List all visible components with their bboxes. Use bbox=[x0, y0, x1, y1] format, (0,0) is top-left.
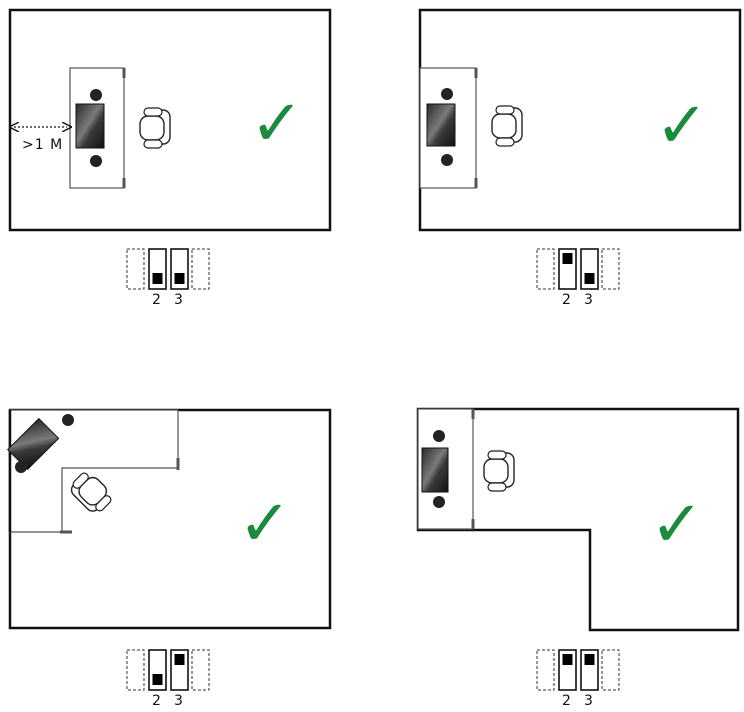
switch-knob-down bbox=[152, 273, 163, 284]
switch-label-2: 2 bbox=[152, 292, 161, 308]
chair-icon bbox=[70, 472, 112, 512]
switch-slot-dashed bbox=[191, 248, 210, 290]
speaker-icon bbox=[90, 89, 102, 167]
distance-label: >1 M bbox=[22, 137, 63, 153]
switch-knob-down bbox=[152, 674, 163, 685]
switch-knob-up bbox=[562, 253, 573, 264]
panel-1: >1 M ✓ 2 3 bbox=[8, 8, 332, 308]
dip-switch-icon bbox=[536, 248, 620, 290]
switch-knob-up bbox=[562, 654, 573, 665]
switch-label-3: 3 bbox=[584, 693, 593, 709]
monitor-icon bbox=[7, 417, 60, 471]
dip-switch-icon bbox=[126, 649, 210, 691]
speaker-icon bbox=[433, 430, 445, 508]
switch-slot-dashed bbox=[536, 649, 555, 691]
switch-slot-dashed bbox=[536, 248, 555, 290]
room-outline bbox=[8, 8, 332, 232]
switch-label-3: 3 bbox=[174, 292, 183, 308]
switch-label-3: 3 bbox=[584, 292, 593, 308]
switch-label-2: 2 bbox=[562, 693, 571, 709]
switch-knob-up bbox=[584, 654, 595, 665]
speaker-icon bbox=[441, 88, 453, 166]
monitor-icon bbox=[421, 447, 449, 493]
dip-switch-icon bbox=[536, 649, 620, 691]
switch-slot-dashed bbox=[601, 248, 620, 290]
switch-slot-dashed bbox=[126, 248, 145, 290]
checkmark-icon: ✓ bbox=[650, 488, 704, 562]
room-outline bbox=[416, 407, 740, 632]
checkmark-icon: ✓ bbox=[655, 89, 709, 163]
checkmark-icon: ✓ bbox=[250, 87, 304, 161]
panel-4: ✓ 2 3 bbox=[416, 407, 740, 709]
panel-2: ✓ 2 3 bbox=[418, 8, 742, 308]
checkmark-icon: ✓ bbox=[238, 487, 292, 561]
dip-switch-icon bbox=[126, 248, 210, 290]
monitor-icon bbox=[426, 103, 456, 147]
switch-knob-down bbox=[174, 273, 185, 284]
switch-label-2: 2 bbox=[152, 693, 161, 709]
switch-slot-dashed bbox=[191, 649, 210, 691]
chair-icon bbox=[491, 105, 523, 147]
chair-icon bbox=[483, 450, 515, 492]
monitor-icon bbox=[75, 103, 105, 149]
switch-knob-down bbox=[584, 273, 595, 284]
panel-3: ✓ 2 3 bbox=[7, 408, 332, 709]
switch-slot-dashed bbox=[601, 649, 620, 691]
chair-icon bbox=[139, 107, 171, 149]
switch-slot-dashed bbox=[126, 649, 145, 691]
switch-label-2: 2 bbox=[562, 292, 571, 308]
switch-label-3: 3 bbox=[174, 693, 183, 709]
switch-knob-up bbox=[174, 654, 185, 665]
speaker-icon bbox=[15, 414, 74, 473]
